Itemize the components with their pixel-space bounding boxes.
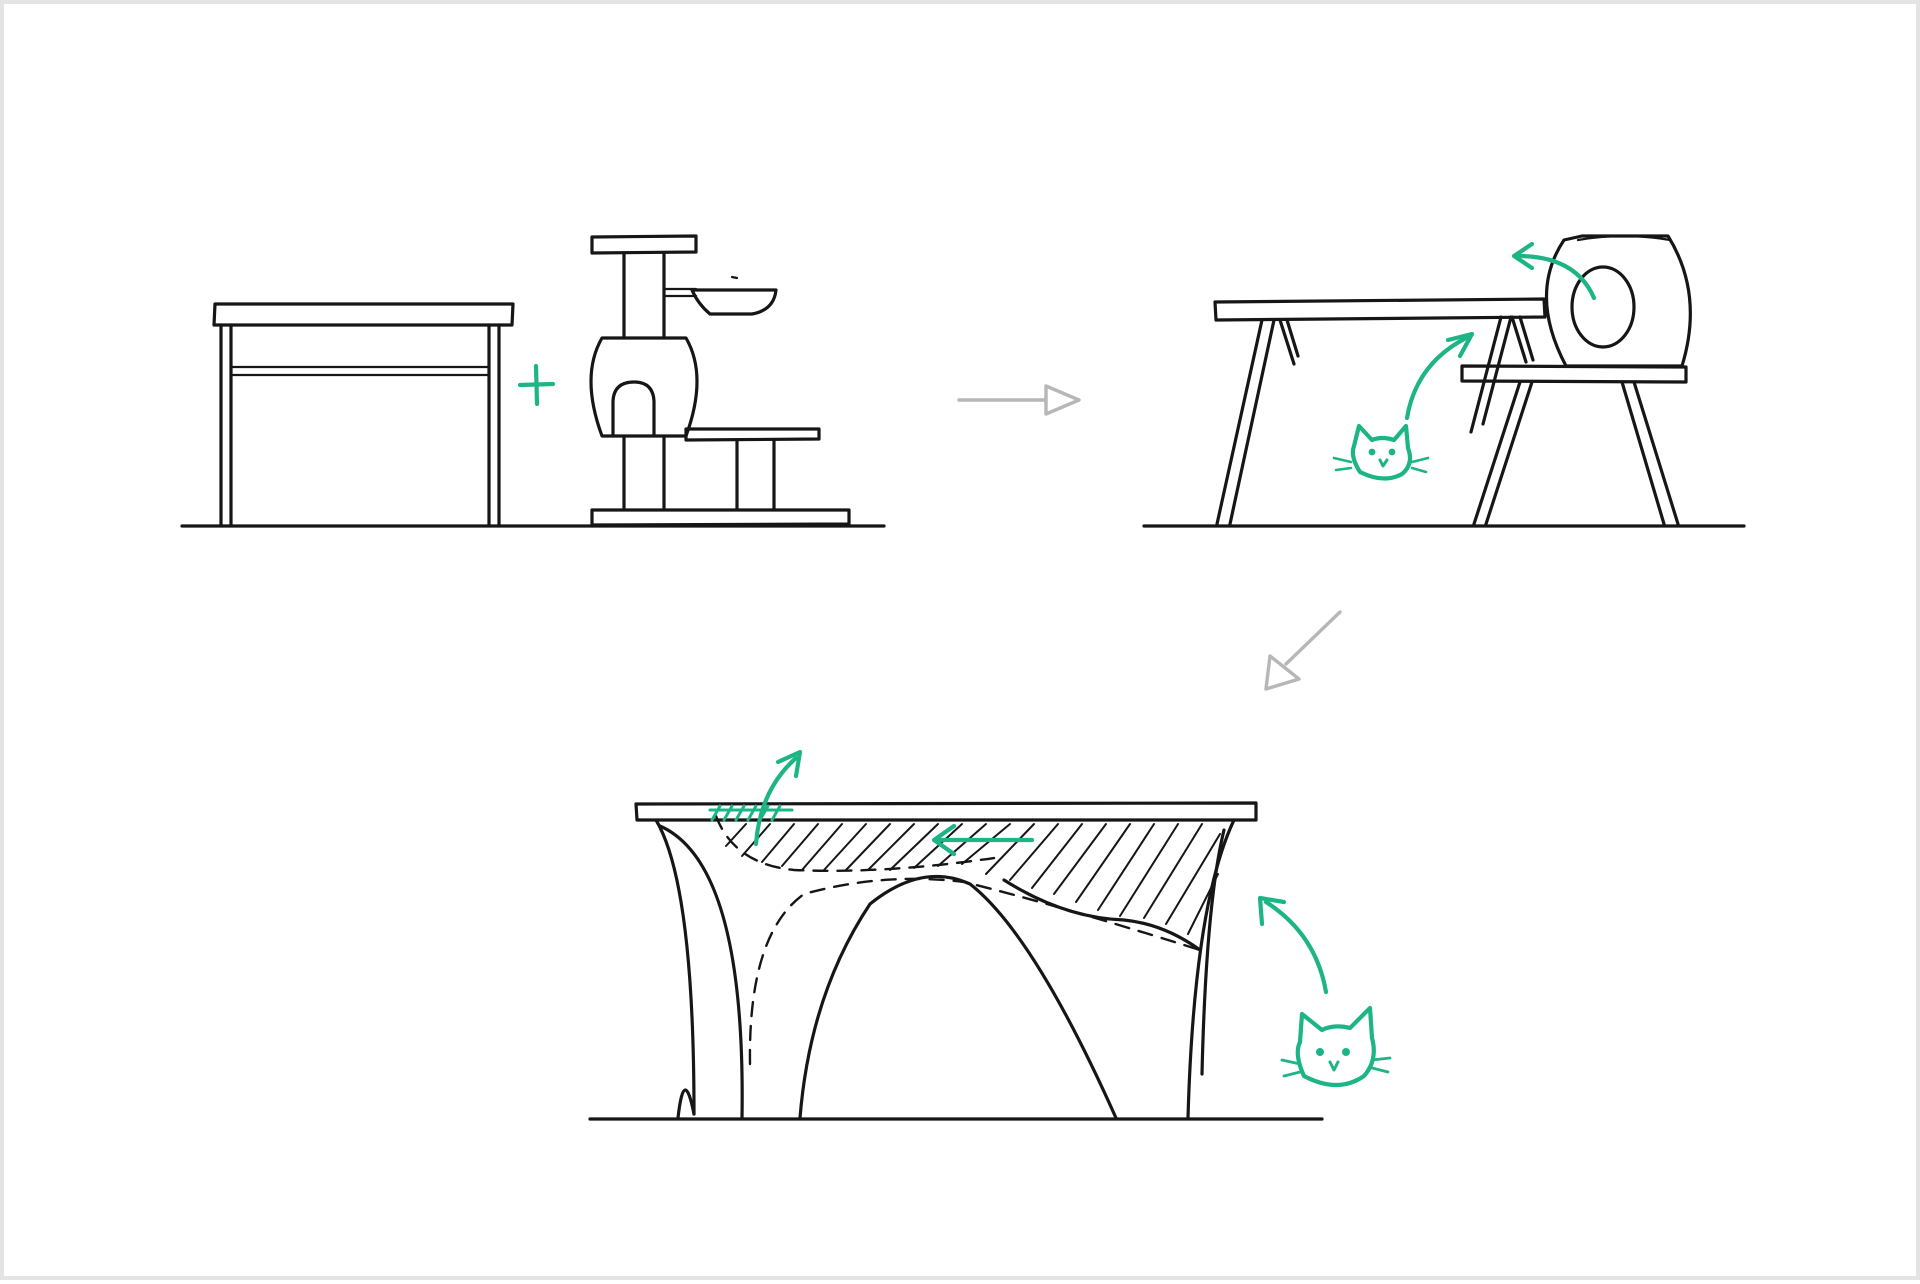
cat-jump-arrow-icon bbox=[1257, 895, 1329, 995]
cat-enter-arrow-icon bbox=[1511, 241, 1597, 301]
concept-sketch-diagram bbox=[180, 234, 1746, 1121]
panel-sculpted-arch-table bbox=[588, 749, 1392, 1121]
plus-icon bbox=[517, 363, 556, 407]
tabletop-hatch-icon bbox=[725, 823, 1221, 935]
ledge-hatch-icon bbox=[708, 804, 794, 822]
table-icon bbox=[212, 302, 515, 527]
cat-walk-arrow-icon bbox=[931, 823, 1035, 857]
arrow-down-left-icon bbox=[1264, 610, 1342, 691]
panel-merged-table-tree bbox=[1142, 234, 1746, 528]
table-icon bbox=[1213, 297, 1547, 526]
cat-house-icon bbox=[1460, 234, 1692, 526]
cat-face-icon bbox=[1332, 423, 1430, 481]
cat-climb-up-arrow-icon bbox=[753, 749, 803, 847]
cat-face-icon bbox=[1280, 1005, 1392, 1087]
cat-jump-arrow-icon bbox=[1404, 331, 1475, 421]
arch-table-icon bbox=[634, 801, 1258, 1120]
panel-table-plus-cat-tree bbox=[180, 234, 886, 528]
cat-tree-icon bbox=[589, 234, 851, 527]
arrow-right-icon bbox=[957, 384, 1081, 416]
